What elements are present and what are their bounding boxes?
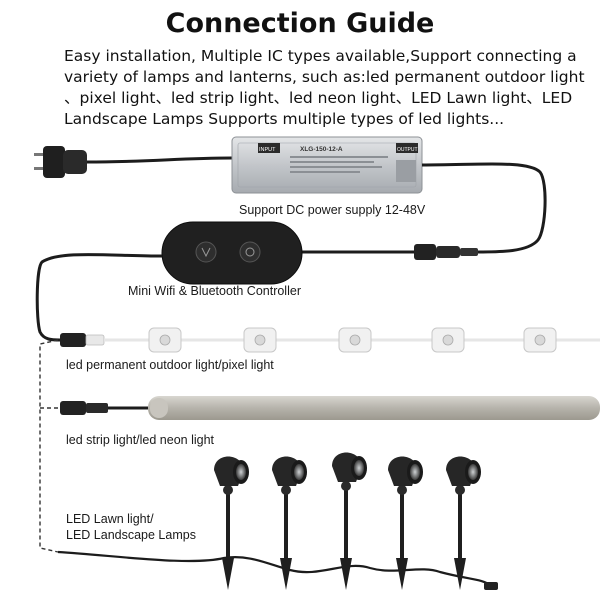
power-supply-output-tag: OUTPUT xyxy=(397,147,418,153)
lawn-lamp-label-line1: LED Lawn light/ xyxy=(66,512,154,526)
intro-line: Easy installation, Multiple IC types ava… xyxy=(64,47,577,65)
pixel-light-icon xyxy=(148,327,182,353)
ac-plug-icon xyxy=(34,146,87,178)
lawn-lamp-icon xyxy=(388,456,423,590)
neon-strip-light xyxy=(148,396,600,420)
ac-power-cable xyxy=(85,156,233,164)
pixel-light-icon xyxy=(243,327,277,353)
page-title: Connection Guide xyxy=(165,8,435,39)
power-supply-input-tag: INPUT xyxy=(259,147,276,153)
power-supply-icon xyxy=(231,136,423,194)
controller-icon xyxy=(161,221,303,285)
dc-output-cable xyxy=(421,162,547,254)
pixel-light-icon xyxy=(523,327,557,353)
intro-line: Landscape Lamps Supports multiple types … xyxy=(64,110,505,128)
pixel-light-icon xyxy=(431,327,465,353)
pixel-light-icon xyxy=(338,327,372,353)
intro-line: 、pixel light、led strip light、led neon li… xyxy=(64,89,573,107)
dc-connector-icon xyxy=(414,244,478,260)
pixel-light-label: led permanent outdoor light/pixel light xyxy=(66,358,274,372)
lawn-lamp-cable xyxy=(57,550,493,587)
intro-paragraph: Easy installation, Multiple IC types ava… xyxy=(64,46,585,130)
lawn-lamp-icon xyxy=(272,456,307,590)
strip-light-label: led strip light/led neon light xyxy=(66,433,215,447)
intro-line: variety of lamps and lanterns, such as:l… xyxy=(64,68,585,86)
dashed-branch-line xyxy=(39,339,59,553)
lawn-lamp-icon xyxy=(446,456,481,590)
lawn-lamp-icon xyxy=(214,456,249,590)
controller-label: Mini Wifi & Bluetooth Controller xyxy=(128,284,301,298)
power-supply-label: Support DC power supply 12-48V xyxy=(239,203,426,217)
lawn-lamp-label-line2: LED Landscape Lamps xyxy=(66,528,196,542)
strip-connector-icon xyxy=(60,401,108,415)
pixel-connector-icon xyxy=(60,333,105,347)
lawn-lamp-icon xyxy=(332,452,367,590)
power-supply-model: XLG-150-12-A xyxy=(300,146,343,153)
controller-output-cable xyxy=(35,253,163,342)
